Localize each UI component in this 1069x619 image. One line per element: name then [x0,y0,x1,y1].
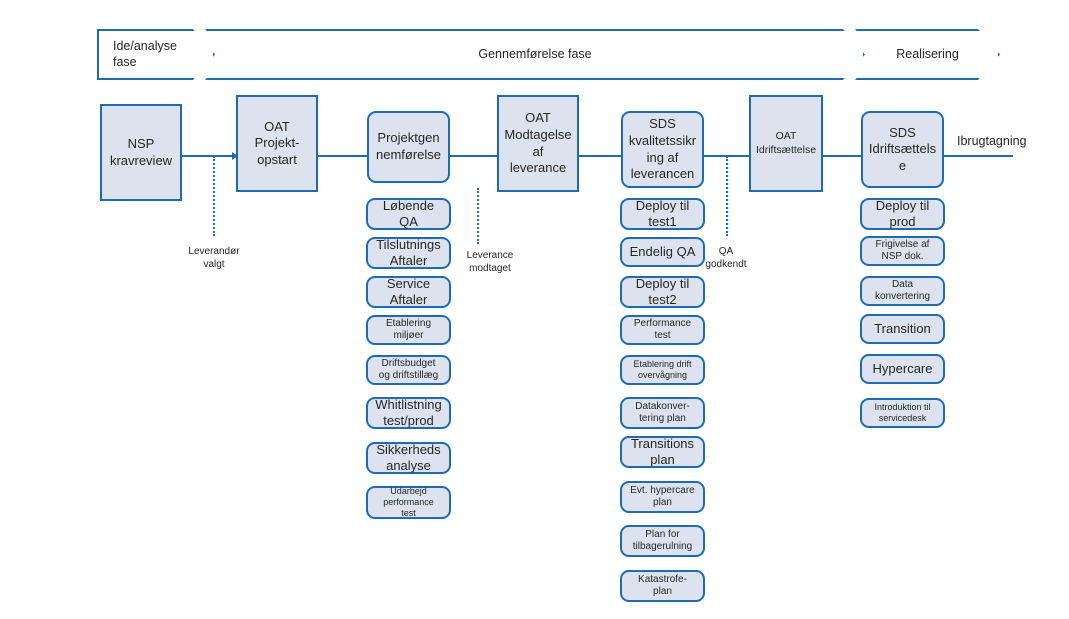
phase-banner-gennemfoerelse: Gennemførelse fase [205,29,865,80]
subtask-loebende-qa[interactable]: Løbende QA [366,198,451,230]
subtask-transitions-plan[interactable]: Transitions plan [620,436,705,468]
process-box-oat-modtagelse-af-leverance[interactable]: OAT Modtagelse af leverance [497,95,579,192]
subtask-datakonvertering-plan[interactable]: Datakonver- tering plan [620,397,705,429]
phase-banner-label: Ide/analyse fase [113,38,177,69]
connector-modtagelse-to-sds [578,155,622,157]
subtask-etablering-drift-overvaagning[interactable]: Etablering drift overvågning [620,355,705,385]
phase-banner-label: Realisering [896,46,959,61]
milestone-label-qa-godkendt: QA godkendt [705,246,747,270]
subtask-plan-for-tilbagerulning[interactable]: Plan for tilbagerulning [620,525,705,557]
subtask-service-aftaler[interactable]: Service Aftaler [366,276,451,308]
subtask-tilslutnings-aftaler[interactable]: Tilslutnings Aftaler [366,237,451,269]
subtask-evt-hypercare-plan[interactable]: Evt. hypercare plan [620,481,705,513]
subtask-driftsbudget-driftstillaeg[interactable]: Driftsbudget og driftstillæg [366,355,451,385]
connector-projekt-to-modtagelse [450,155,498,157]
subtask-deploy-til-test1[interactable]: Deploy til test1 [620,198,705,230]
subtask-whitlistning-test-prod[interactable]: Whitlistning test/prod [366,397,451,429]
milestone-line-leverandoer-valgt [213,156,215,236]
phase-banner-ide-analyse: Ide/analyse fase [97,29,215,80]
phase-banner-label: Gennemførelse fase [478,46,592,61]
subtask-udarbejd-performance-test[interactable]: Udarbejd performance test [366,486,451,519]
milestone-line-qa-godkendt [726,156,728,236]
phase-banner-realisering: Realisering [855,29,1000,80]
subtask-data-konvertering[interactable]: Data konvertering [860,276,945,306]
process-box-oat-idriftsaettelse[interactable]: OAT Idriftsættelse [749,95,823,192]
subtask-performance-test[interactable]: Performance test [620,315,705,345]
connector-nsp-to-oat [181,155,238,157]
subtask-deploy-til-prod[interactable]: Deploy til prod [860,198,945,230]
subtask-endelig-qa[interactable]: Endelig QA [620,237,705,267]
process-box-oat-projekt-opstart[interactable]: OAT Projekt- opstart [236,95,318,192]
subtask-katastrofe-plan[interactable]: Katastrofe- plan [620,570,705,602]
subtask-frigivelse-af-nsp-dok[interactable]: Frigivelse af NSP dok. [860,236,945,266]
process-box-sds-idriftsaettelse[interactable]: SDS Idriftsættels e [861,111,944,188]
subtask-deploy-til-test2[interactable]: Deploy til test2 [620,276,705,308]
subtask-sikkerheds-analyse[interactable]: Sikkerheds analyse [366,442,451,474]
end-label-ibrugtagning: Ibrugtagning [957,134,1027,148]
milestone-label-leverance-modtaget: Leverance modtaget [466,250,514,274]
process-box-projektgennemfoerelse[interactable]: Projektgen nemførelse [367,111,450,183]
milestone-label-leverandoer-valgt: Leverandør valgt [188,246,240,270]
connector-arrow-oat-opstart [232,152,238,160]
subtask-hypercare[interactable]: Hypercare [860,354,945,384]
subtask-etablering-miljoeer[interactable]: Etablering miljøer [366,315,451,345]
process-box-nsp-kravreview[interactable]: NSP kravreview [100,104,182,201]
subtask-introduktion-til-servicedesk[interactable]: Introduktion til servicedesk [860,398,945,428]
subtask-transition[interactable]: Transition [860,314,945,344]
connector-sdsidrift-to-end [944,155,1013,157]
process-box-sds-kvalitetssikring[interactable]: SDS kvalitetssikr ing af leverancen [621,111,704,188]
connector-oat-to-projekt [318,155,368,157]
milestone-line-leverance-modtaget [477,188,479,244]
connector-oatidrift-to-sdsidrift [822,155,862,157]
